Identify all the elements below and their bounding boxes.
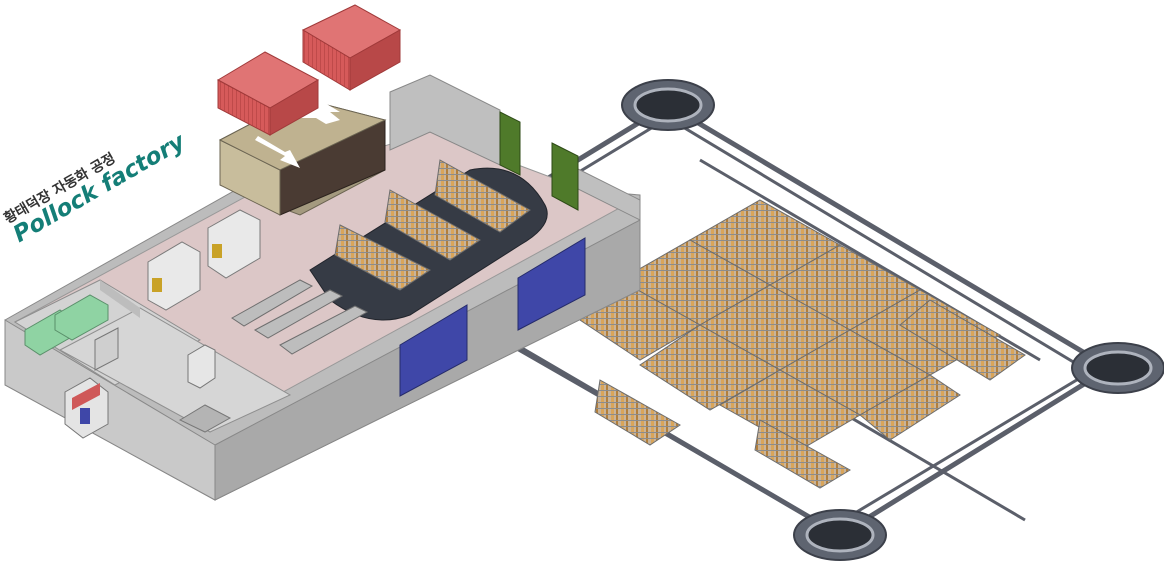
work-tables: [231, 279, 369, 355]
office-equipment: [94, 327, 232, 433]
pond-top: [621, 79, 715, 131]
shipping-container-icon: [216, 4, 402, 136]
drying-rack-field: [579, 199, 1026, 489]
blue-doors: [399, 237, 586, 397]
processing-track: [309, 159, 548, 321]
pond-bottom: [793, 509, 887, 561]
arrow-up-icon: [300, 100, 340, 124]
pond-right: [1071, 342, 1164, 394]
storage-tanks: [24, 294, 109, 356]
control-cabinets: [147, 209, 261, 311]
entrance: [64, 377, 109, 439]
arrow-down-icon: [255, 136, 300, 168]
